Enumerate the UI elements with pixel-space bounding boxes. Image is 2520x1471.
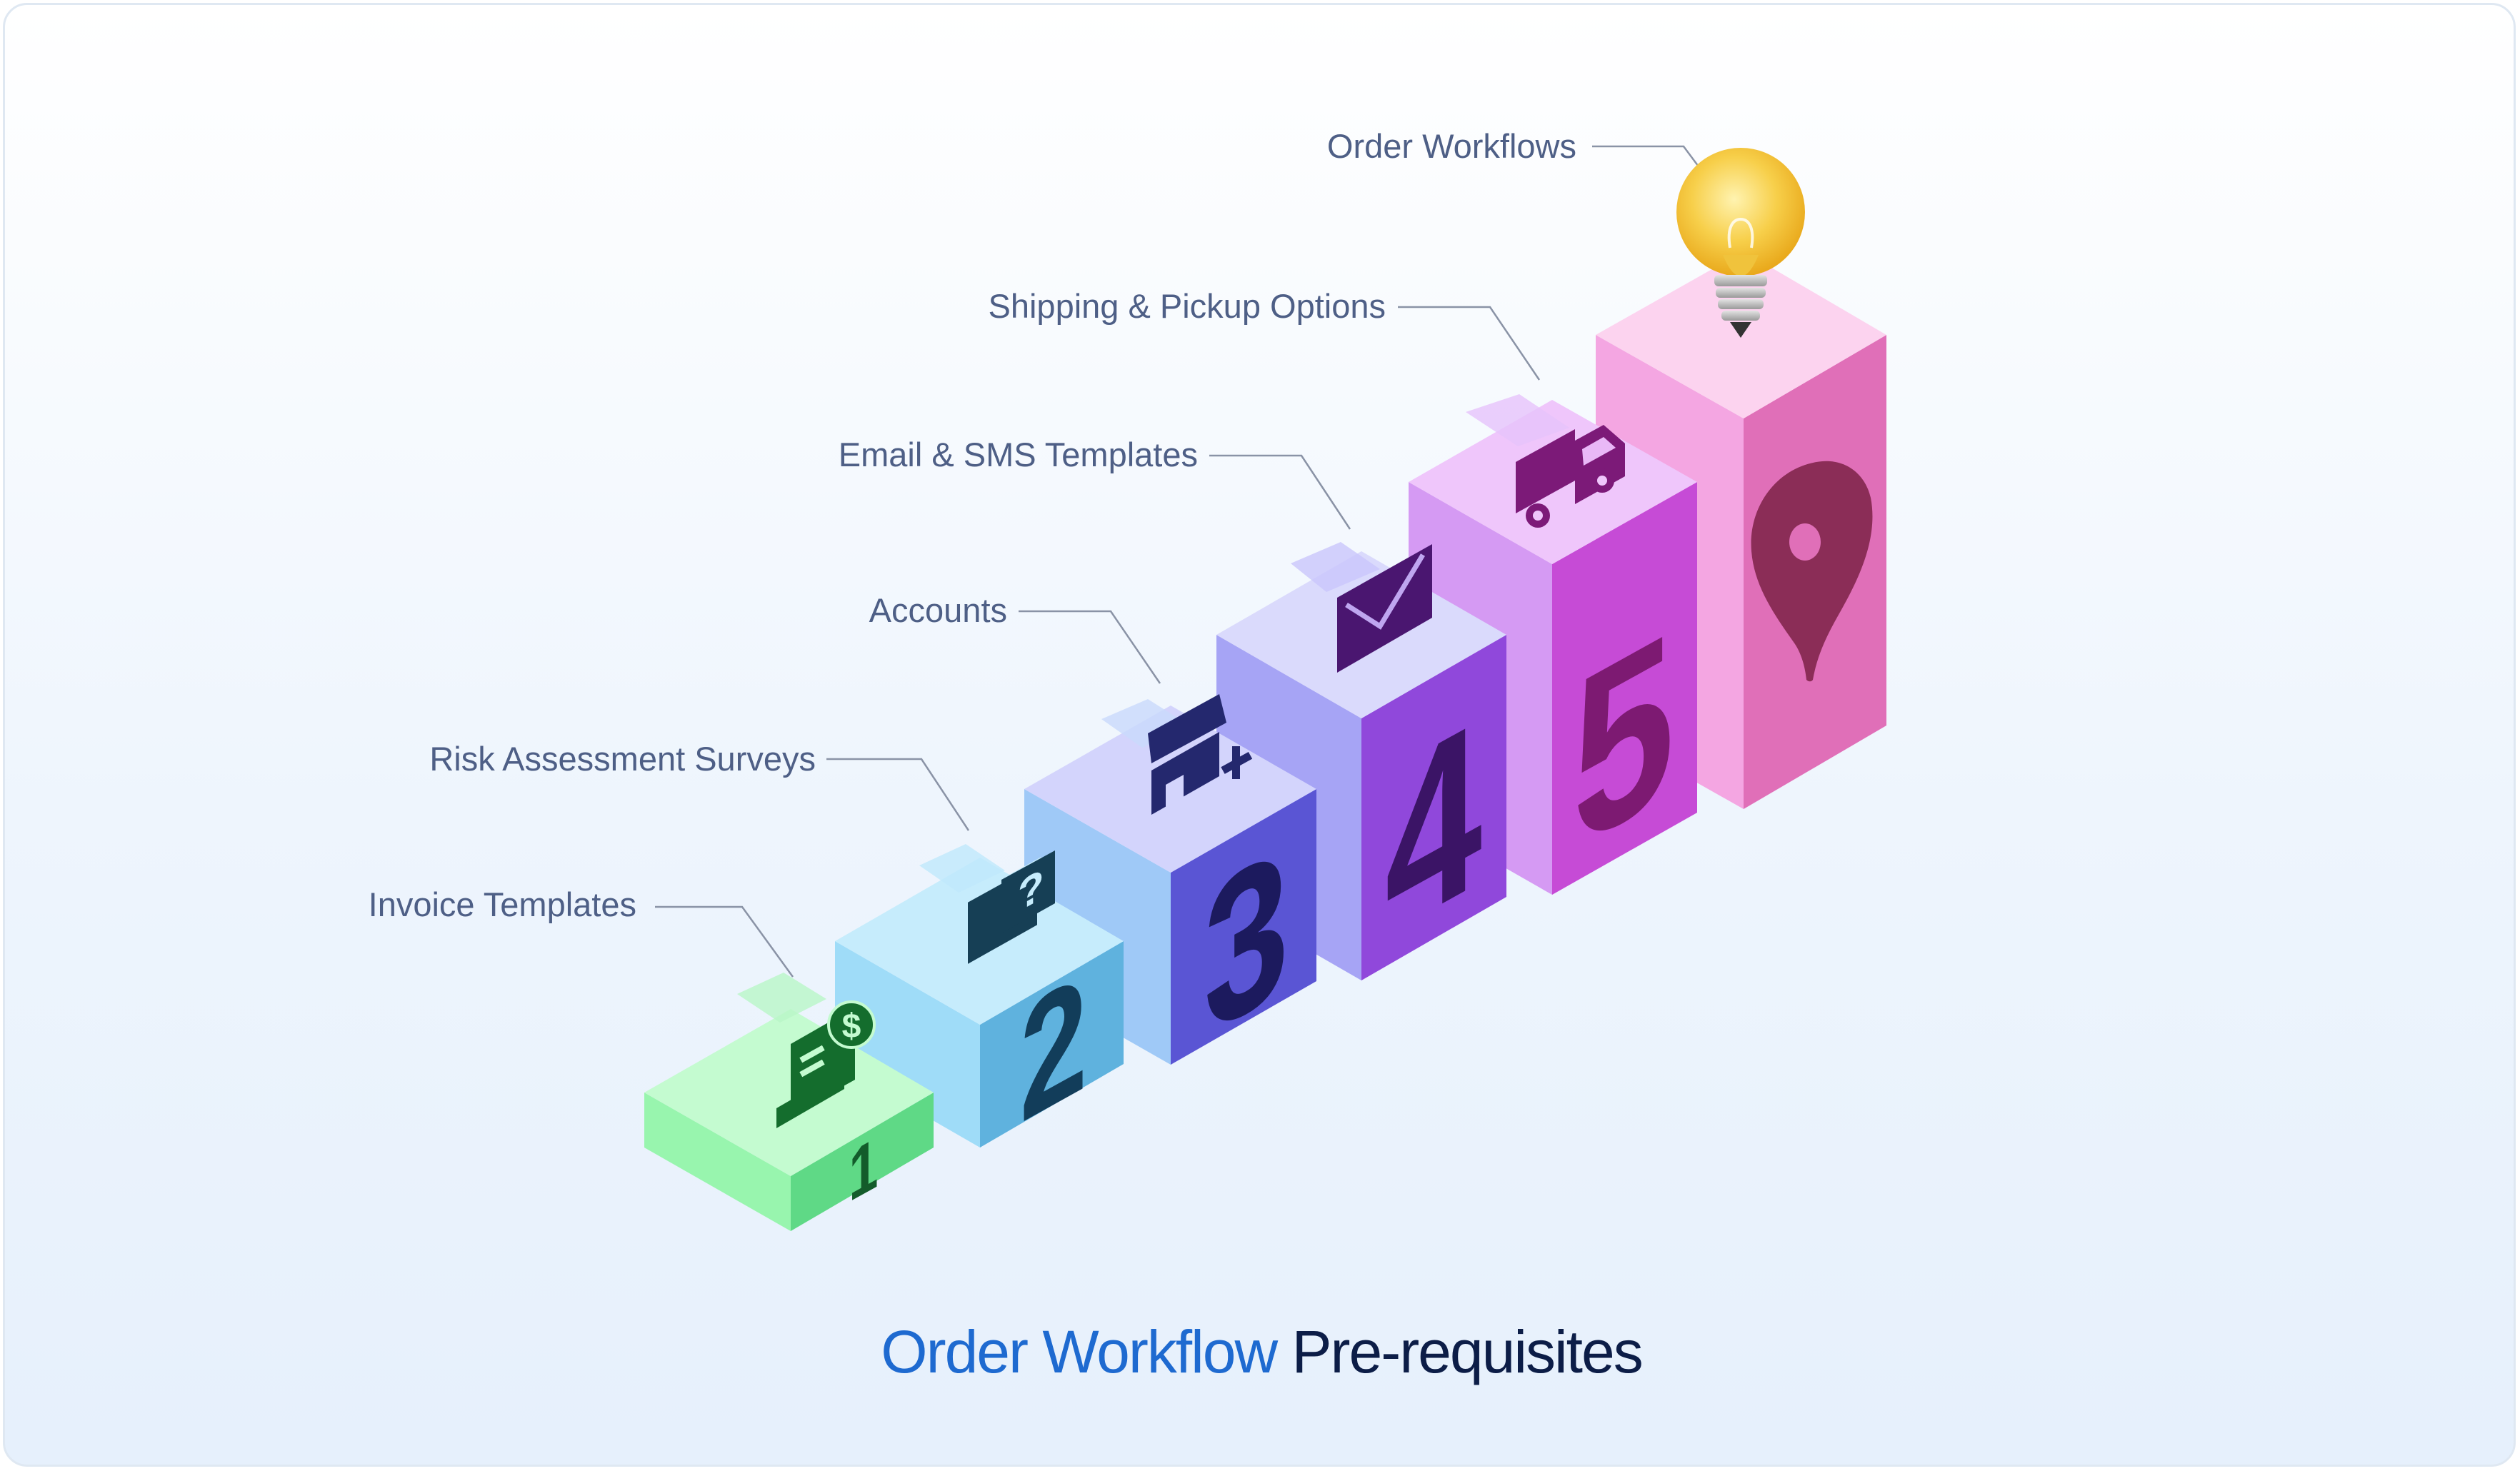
step-number-2: 2 [1020,938,1088,1158]
step-label-2: Risk Assessment Surveys [429,740,816,778]
label-group-4: Email & SMS Templates [839,436,1351,530]
block-3-front-face [1171,789,1316,1065]
label-group-6: Order Workflows [1327,127,1739,220]
leader-line-2 [826,758,970,831]
block-2-left-face [835,941,980,1148]
leader-line-5 [1398,306,1541,381]
step-label-3: Accounts [869,591,1007,629]
title-rest: Pre-requisites [1291,1318,1644,1385]
step-number-5: 5 [1572,580,1674,900]
envelope-icon [1291,542,1432,673]
svg-text:$: $ [842,1008,861,1045]
step-label-1: Invoice Templates [369,885,636,923]
step-label-6: Order Workflows [1327,127,1576,165]
map-pin-icon [1751,461,1873,682]
label-group-1: Invoice Templates [369,885,794,978]
block-4-front-face [1361,635,1506,980]
step-block-5: 5 [1409,394,1697,899]
step-number-1: 1 [849,1121,878,1218]
block-1-front-face [791,1093,934,1231]
step-block-2: 2 ? [835,844,1124,1159]
diagram-title: Order Workflow Pre-requisites [5,1317,2514,1387]
step-label-5: Shipping & Pickup Options [989,287,1386,325]
invoice-dollar-icon: $ [737,973,876,1128]
label-group-2: Risk Assessment Surveys [429,740,970,831]
label-group-5: Shipping & Pickup Options [989,287,1541,381]
title-highlight: Order Workflow [881,1318,1278,1385]
block-1-top-face [644,1009,934,1176]
step-label-4: Email & SMS Templates [839,436,1198,473]
leader-line-1 [655,905,794,978]
step-number-4: 4 [1385,667,1483,985]
block-1-left-face [644,1093,791,1231]
leader-line-3 [1019,610,1161,684]
step-number-3: 3 [1204,801,1289,1080]
infographic-card: Invoice Templates Risk Assessment Survey… [3,3,2516,1467]
block-5-front-face [1552,482,1697,895]
store-add-icon [1101,694,1253,815]
question-document-icon: ? [919,844,1055,972]
lightbulb-icon [1676,148,1805,338]
block-2-front-face [980,941,1124,1148]
truck-icon [1466,394,1625,528]
label-group-3: Accounts [869,591,1161,684]
leader-line-4 [1209,454,1351,530]
step-block-1: 1 $ [644,973,934,1231]
